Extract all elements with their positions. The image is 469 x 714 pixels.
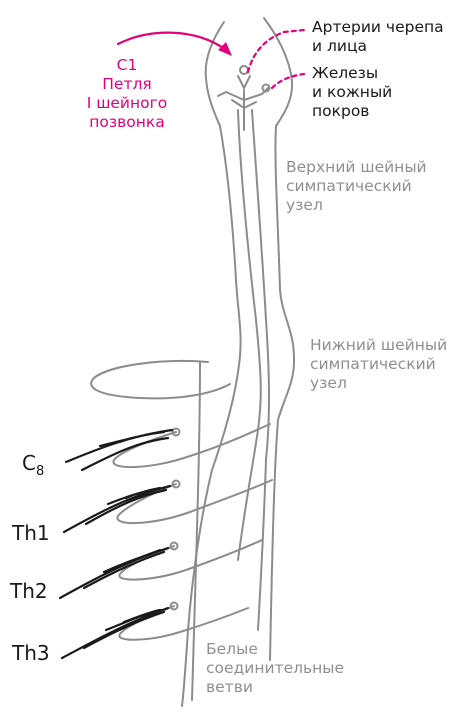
- segment-c8-sub: 8: [36, 464, 44, 479]
- glands-line-1: Железы: [312, 64, 392, 83]
- white-rami-line-2: соединительные: [206, 659, 344, 678]
- c1-label: C1 Петля I шейного позвонка: [68, 56, 186, 132]
- trunk-right-contour: [264, 18, 294, 660]
- lower-ganglion-label: Нижний шейный симпатический узел: [310, 336, 447, 393]
- arteries-line-1: Артерии черепа: [312, 18, 444, 37]
- white-rami-line-3: ветви: [206, 678, 344, 697]
- c1-arrowhead: [218, 42, 232, 56]
- upper-ganglion-line-1: Верхний шейный: [286, 158, 427, 177]
- glands-label: Железы и кожный покров: [312, 64, 392, 121]
- upper-ganglion-label: Верхний шейный симпатический узел: [286, 158, 427, 215]
- c1-line-3: I шейного: [68, 94, 186, 113]
- segment-label-c8: C8: [22, 452, 44, 483]
- segment-th3-base: Th3: [12, 641, 50, 665]
- segment-c8-base: C: [22, 451, 36, 475]
- lower-ganglion-line-1: Нижний шейный: [310, 336, 447, 355]
- glands-pointer: [272, 74, 304, 88]
- lower-ganglion-line-2: симпатический: [310, 355, 447, 374]
- glands-line-2: и кожный: [312, 83, 392, 102]
- c1-line-2: Петля: [68, 75, 186, 94]
- lower-ganglion-line-3: узел: [310, 374, 447, 393]
- ramus-th3: [119, 606, 248, 640]
- fibers-th1: [64, 486, 170, 532]
- segment-label-th3: Th3: [12, 642, 50, 664]
- c1-line-4: позвонка: [68, 113, 186, 132]
- trunk-left-contour: [182, 22, 241, 706]
- upper-ganglion-line-2: симпатический: [286, 177, 427, 196]
- spinal-cord-top: [91, 361, 230, 398]
- segment-th1-base: Th1: [12, 521, 50, 545]
- c1-line-1: C1: [68, 56, 186, 75]
- segment-th2-base: Th2: [10, 579, 48, 603]
- arteries-line-2: и лица: [312, 37, 444, 56]
- branch-node-top: [240, 66, 248, 74]
- fibers-th2: [60, 548, 168, 598]
- arteries-label: Артерии черепа и лица: [312, 18, 444, 56]
- segment-label-th1: Th1: [12, 522, 50, 544]
- white-rami-line-1: Белые: [206, 640, 344, 659]
- glands-line-3: покров: [312, 102, 392, 121]
- white-rami-label: Белые соединительные ветви: [206, 640, 344, 697]
- segment-label-th2: Th2: [10, 580, 48, 602]
- fibers-th3: [62, 608, 168, 658]
- upper-ganglion-line-3: узел: [286, 196, 427, 215]
- upper-ganglion-branches: [218, 76, 268, 130]
